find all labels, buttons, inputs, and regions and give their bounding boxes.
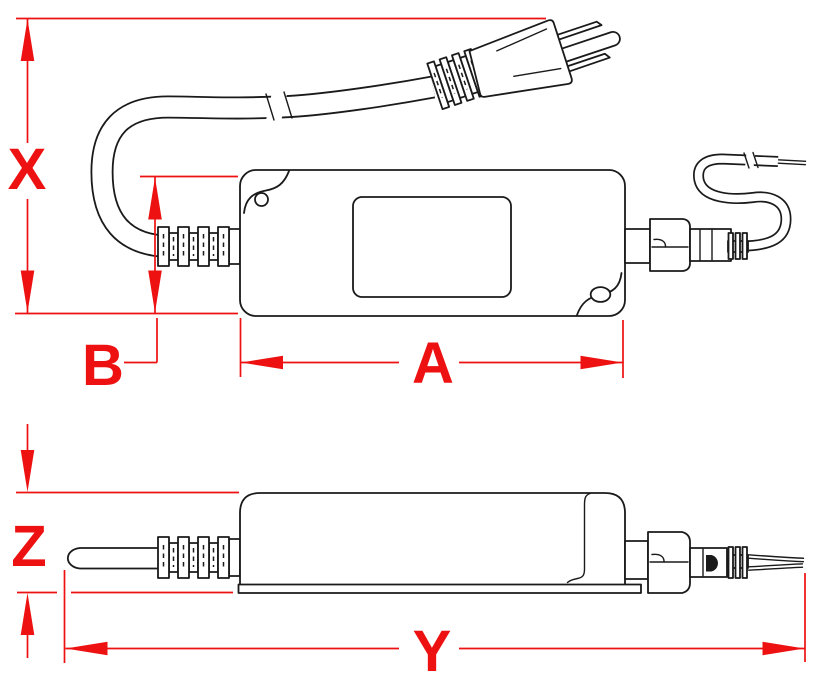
- output-connector-side: [624, 531, 749, 594]
- connector-nut: [649, 218, 691, 272]
- arrowhead-right: [762, 641, 805, 656]
- output-connector-top: [624, 218, 749, 272]
- input-cable-side: [67, 547, 172, 570]
- arrowhead-down: [20, 450, 35, 492]
- output-strain-relief-side: [727, 546, 749, 579]
- adapter-body-side: [237, 492, 642, 594]
- dimension-z: Z: [11, 424, 239, 658]
- base-flange: [237, 583, 642, 594]
- adapter-body-top: [239, 169, 626, 317]
- arrowhead-down: [148, 270, 162, 313]
- arrowhead-up: [20, 593, 35, 635]
- ac-input-cord: [90, 75, 436, 258]
- dimension-a-label: A: [412, 331, 454, 396]
- arrowhead-right: [580, 355, 623, 370]
- plug-body: [468, 19, 573, 98]
- arrowhead-down: [20, 270, 35, 313]
- mounting-ear-edge: [566, 492, 591, 584]
- nut-detail-hook: [653, 238, 667, 248]
- side-view: [67, 492, 805, 594]
- mounting-hole-top-left: [254, 192, 269, 207]
- ground-pin: [559, 31, 621, 64]
- input-strain-relief-top: [157, 226, 241, 267]
- output-cable-top: [693, 150, 807, 252]
- dimension-y-lines: [63, 570, 806, 663]
- dimension-b: B: [15, 175, 238, 398]
- dimension-b-label: B: [82, 333, 124, 398]
- top-view: [90, 19, 807, 317]
- input-strain-relief-side: [157, 536, 241, 579]
- cord-break-mark: [265, 87, 293, 127]
- connector-barrel: [689, 228, 732, 262]
- dimension-x-label: X: [8, 137, 47, 202]
- mounting-ear-top-left: [243, 170, 290, 214]
- plug-body-detail-lines: [496, 28, 562, 78]
- barrel-window: [706, 555, 718, 572]
- output-wires-side: [747, 554, 805, 571]
- dimension-a: A: [239, 318, 624, 396]
- dimension-a-lines: [239, 318, 624, 378]
- dimension-b-lines: [15, 175, 238, 364]
- dimension-z-label: Z: [11, 514, 46, 579]
- arrowhead-up: [148, 177, 162, 220]
- connector-neck-side: [624, 540, 649, 580]
- label-area: [352, 196, 512, 298]
- connector-neck: [624, 228, 651, 264]
- output-strain-relief-top: [727, 232, 749, 260]
- plug-strain-relief: [426, 48, 488, 111]
- dimension-x: X: [8, 17, 546, 313]
- arrowhead-left: [65, 641, 108, 656]
- cable-break-mark: [743, 150, 759, 172]
- ac-plug: [426, 19, 621, 111]
- dimension-z-lines: [16, 424, 239, 658]
- arrowhead-up: [20, 19, 35, 61]
- stripped-wire-tip: [777, 159, 807, 166]
- mounting-hole-bottom-right: [589, 286, 612, 303]
- plug-prongs: [555, 20, 621, 73]
- dimension-y: Y: [63, 570, 806, 684]
- arrowhead-left: [241, 355, 283, 370]
- nut-detail-hook-side: [651, 553, 665, 563]
- dimension-y-label: Y: [413, 619, 452, 684]
